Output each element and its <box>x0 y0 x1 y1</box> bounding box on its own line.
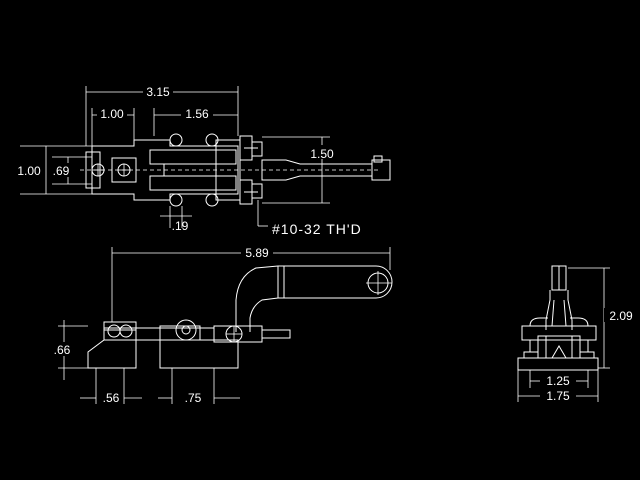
dim-end-outer-width-label: 1.75 <box>546 389 570 403</box>
thread-note: #10-32 TH'D <box>272 221 362 237</box>
dim-right-label: 1.50 <box>310 147 334 161</box>
dim-side-height-label: .66 <box>54 343 71 357</box>
dim-end-height-label: 2.09 <box>609 309 633 323</box>
dim-overall-label: 3.15 <box>146 85 170 99</box>
end-view: 2.09 1.25 1.75 <box>517 265 638 403</box>
dim-mid-label: 1.56 <box>185 107 209 121</box>
dim-height-inner-label: .69 <box>53 164 70 178</box>
dim-left-label: 1.00 <box>100 107 124 121</box>
dim-height-outer-label: 1.00 <box>17 164 41 178</box>
dim-hole-label: .19 <box>172 219 189 233</box>
dim-end-inner-width-label: 1.25 <box>546 374 570 388</box>
side-view: 5.89 .66 <box>48 245 393 405</box>
dim-base-left-label: .56 <box>103 391 120 405</box>
dim-base-right-label: .75 <box>185 391 202 405</box>
dim-length-label: 5.89 <box>245 246 269 260</box>
top-view: 3.15 1.00 1.56 1.00 .69 <box>14 84 391 237</box>
